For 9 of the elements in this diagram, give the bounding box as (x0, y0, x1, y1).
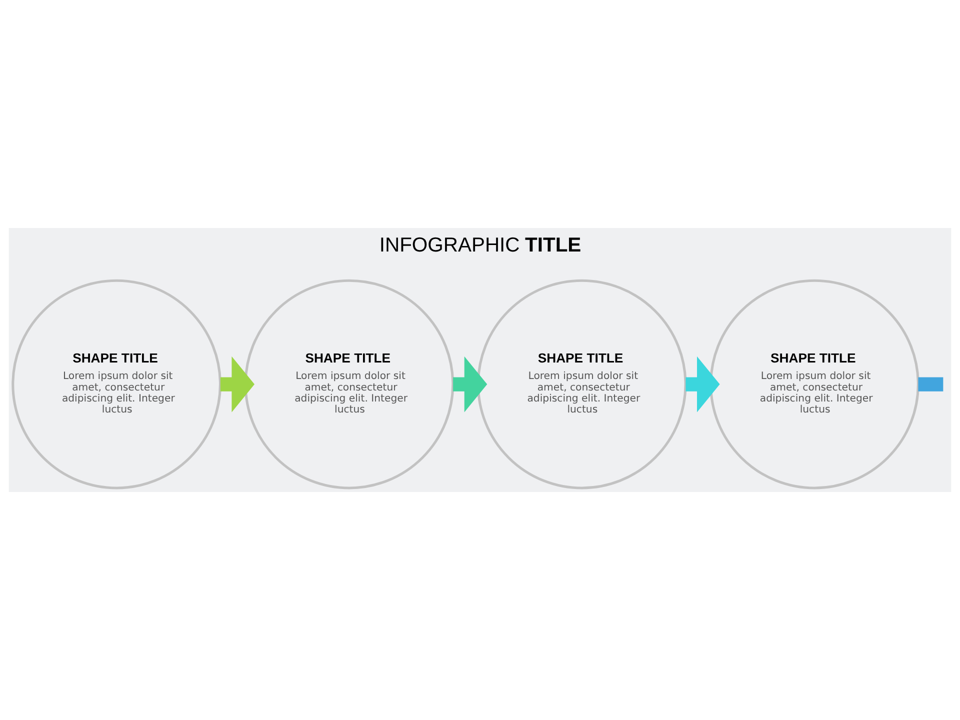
node-circle: SHAPE TITLE Lorem ipsum dolor sit amet, consectetur adipiscing elit. Integer luctus (476, 279, 687, 490)
node-circle: SHAPE TITLE Lorem ipsum dolor sit amet, consectetur adipiscing elit. Integer luctus (12, 279, 222, 490)
diagram-title: INFOGRAPHIC TITLE (379, 234, 582, 256)
arrow (686, 356, 720, 412)
arrow (453, 356, 488, 412)
node-circle: SHAPE TITLE Lorem ipsum dolor sit amet, consectetur adipiscing elit. Integer luctus (710, 279, 920, 490)
arrow (220, 356, 254, 412)
connector (918, 377, 944, 392)
node-circle: SHAPE TITLE Lorem ipsum dolor sit amet, consectetur adipiscing elit. Integer luctus (244, 279, 454, 490)
